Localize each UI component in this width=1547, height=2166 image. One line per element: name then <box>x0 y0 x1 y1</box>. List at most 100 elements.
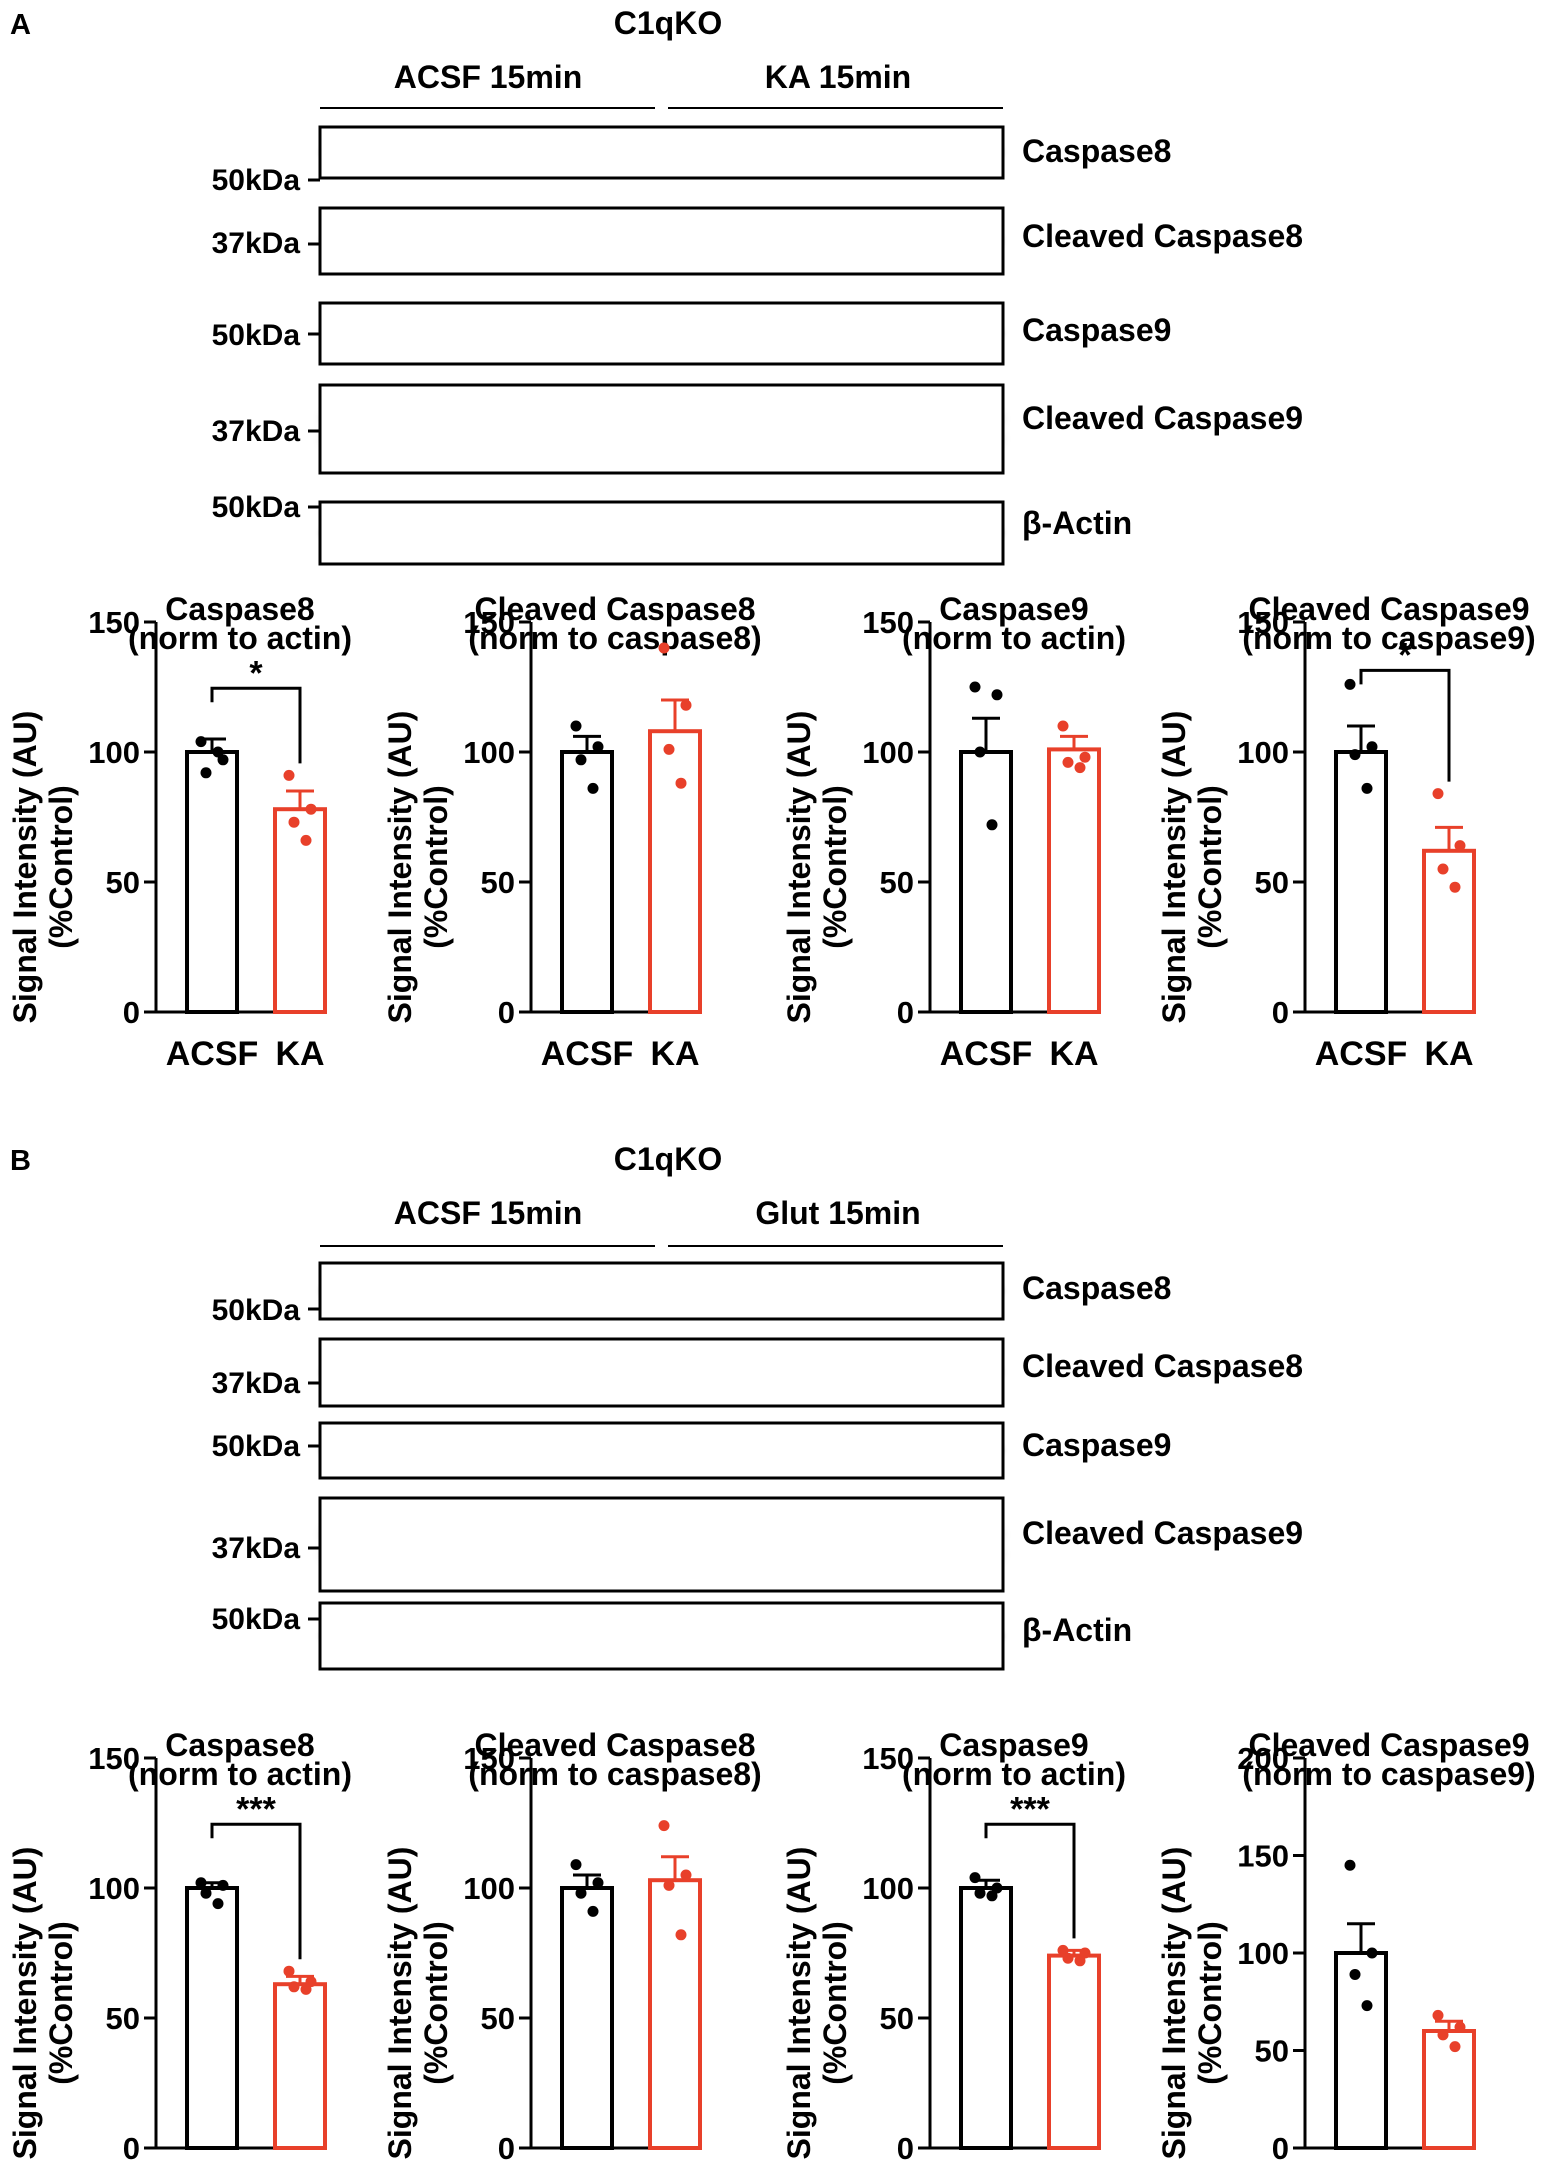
x-category-label: KA <box>1049 1035 1098 1073</box>
data-point <box>1437 2029 1449 2041</box>
chart-subtitle: (norm to caspase9) <box>1242 1756 1535 1792</box>
data-point <box>592 741 604 753</box>
y-tick-label: 100 <box>1237 735 1289 770</box>
data-point <box>986 1890 998 1902</box>
data-point <box>1361 782 1373 794</box>
protein-label: Caspase8 <box>1022 133 1171 169</box>
bar-acsf <box>560 750 614 1014</box>
y-tick-label: 100 <box>862 735 914 770</box>
chart-subtitle: (norm to caspase8) <box>468 1756 761 1792</box>
y-tick-label: 0 <box>123 995 140 1030</box>
y-axis-label: Signal Intensity (AU) <box>7 711 43 1024</box>
data-point <box>1057 1944 1069 1956</box>
bar-ka <box>1047 747 1101 1015</box>
y-axis-label-unit: (%Control) <box>43 1921 79 2085</box>
y-tick-label: 0 <box>1272 2131 1289 2166</box>
panel-a: A C1qKO ACSF 15min KA 15min 50kDa Caspas… <box>10 5 1303 566</box>
data-point <box>1449 881 1461 893</box>
bar-chart-4: Cleaved Caspase9(norm to caspase9)Signal… <box>1156 591 1536 1073</box>
data-point <box>1344 1859 1356 1871</box>
significance-marker: * <box>1398 636 1412 674</box>
bar-chart-7: Caspase9(norm to actin)Signal Intensity … <box>781 1727 1126 2166</box>
data-point <box>974 1887 986 1899</box>
y-tick-label: 150 <box>1237 1839 1289 1874</box>
data-point <box>212 1898 224 1910</box>
data-point <box>1344 678 1356 690</box>
data-point <box>212 746 224 758</box>
y-tick-label: 50 <box>106 865 140 900</box>
mw-marker: 37kDa <box>212 1532 301 1565</box>
chart-subtitle: (norm to caspase9) <box>1242 620 1535 656</box>
significance-marker: *** <box>1010 1790 1050 1828</box>
data-point <box>1361 2000 1373 2012</box>
protein-label: Cleaved Caspase8 <box>1022 218 1303 254</box>
blot-row-a-caspase9: 50kDa Caspase9 <box>212 301 1171 366</box>
data-point <box>217 754 229 766</box>
data-point <box>592 1877 604 1889</box>
chart-subtitle: (norm to actin) <box>128 1756 352 1792</box>
data-point <box>1349 1968 1361 1980</box>
group-label-a-treatment: KA 15min <box>765 59 911 95</box>
data-point <box>195 736 207 748</box>
data-point <box>300 1983 312 1995</box>
bar-acsf <box>185 1886 239 2150</box>
y-axis-label: Signal Intensity (AU) <box>1156 1847 1192 2160</box>
protein-label: β-Actin <box>1022 505 1132 541</box>
blot-row-a-caspase8: 50kDa Caspase8 <box>212 125 1171 197</box>
data-point <box>663 1879 675 1891</box>
y-tick-label: 0 <box>897 995 914 1030</box>
bar-chart-1: Caspase8(norm to actin)Signal Intensity … <box>7 591 352 1073</box>
blot-row-b-cleaved-caspase8: 37kDa Cleaved Caspase8 <box>212 1337 1303 1408</box>
y-axis-label-unit: (%Control) <box>1192 785 1228 949</box>
data-point <box>575 754 587 766</box>
chart-title: Caspase9 <box>939 591 1088 627</box>
data-point <box>288 816 300 828</box>
y-tick-label: 0 <box>123 2131 140 2166</box>
mw-marker: 50kDa <box>212 319 301 352</box>
y-axis-label-unit: (%Control) <box>1192 1921 1228 2085</box>
y-tick-label: 50 <box>106 2001 140 2036</box>
blot-row-b-caspase8: 50kDa Caspase8 <box>212 1261 1171 1327</box>
y-axis-label-unit: (%Control) <box>43 785 79 949</box>
data-point <box>1074 1955 1086 1967</box>
y-tick-label: 100 <box>862 1871 914 1906</box>
data-point <box>587 782 599 794</box>
data-point <box>1079 1947 1091 1959</box>
group-label-a-control: ACSF 15min <box>394 59 582 95</box>
y-tick-label: 0 <box>897 2131 914 2166</box>
y-tick-label: 150 <box>88 605 140 640</box>
data-point <box>575 1887 587 1899</box>
bar-acsf <box>1334 1951 1388 2150</box>
bar-ka <box>648 729 702 1014</box>
data-point <box>675 1929 687 1941</box>
bar-glut <box>648 1878 702 2150</box>
bar-chart-8: Cleaved Caspase9(norm to caspase9)Signal… <box>1156 1727 1536 2166</box>
data-point <box>991 1882 1003 1894</box>
data-point <box>283 1965 295 1977</box>
chart-subtitle: (norm to caspase8) <box>468 620 761 656</box>
data-point <box>1074 762 1086 774</box>
significance-bracket <box>210 686 302 764</box>
genotype-title-a: C1qKO <box>614 5 722 41</box>
y-tick-label: 150 <box>463 605 515 640</box>
data-point <box>305 803 317 815</box>
protein-label: Caspase9 <box>1022 312 1171 348</box>
y-axis-label: Signal Intensity (AU) <box>7 1847 43 2160</box>
x-category-label: ACSF <box>166 1035 259 1073</box>
data-point <box>195 1877 207 1889</box>
y-tick-label: 50 <box>481 865 515 900</box>
significance-bracket <box>210 1822 302 1960</box>
group-label-b-control: ACSF 15min <box>394 1195 582 1231</box>
protein-label: Cleaved Caspase8 <box>1022 1348 1303 1384</box>
y-axis-label-unit: (%Control) <box>418 1921 454 2085</box>
y-axis-label-unit: (%Control) <box>817 785 853 949</box>
protein-label: Cleaved Caspase9 <box>1022 1515 1303 1551</box>
data-point <box>570 1859 582 1871</box>
x-category-label: KA <box>275 1035 324 1073</box>
significance-bracket <box>1359 668 1451 782</box>
y-tick-label: 100 <box>463 735 515 770</box>
data-point <box>986 819 998 831</box>
mw-marker: 50kDa <box>212 1430 301 1463</box>
data-point <box>680 1869 692 1881</box>
